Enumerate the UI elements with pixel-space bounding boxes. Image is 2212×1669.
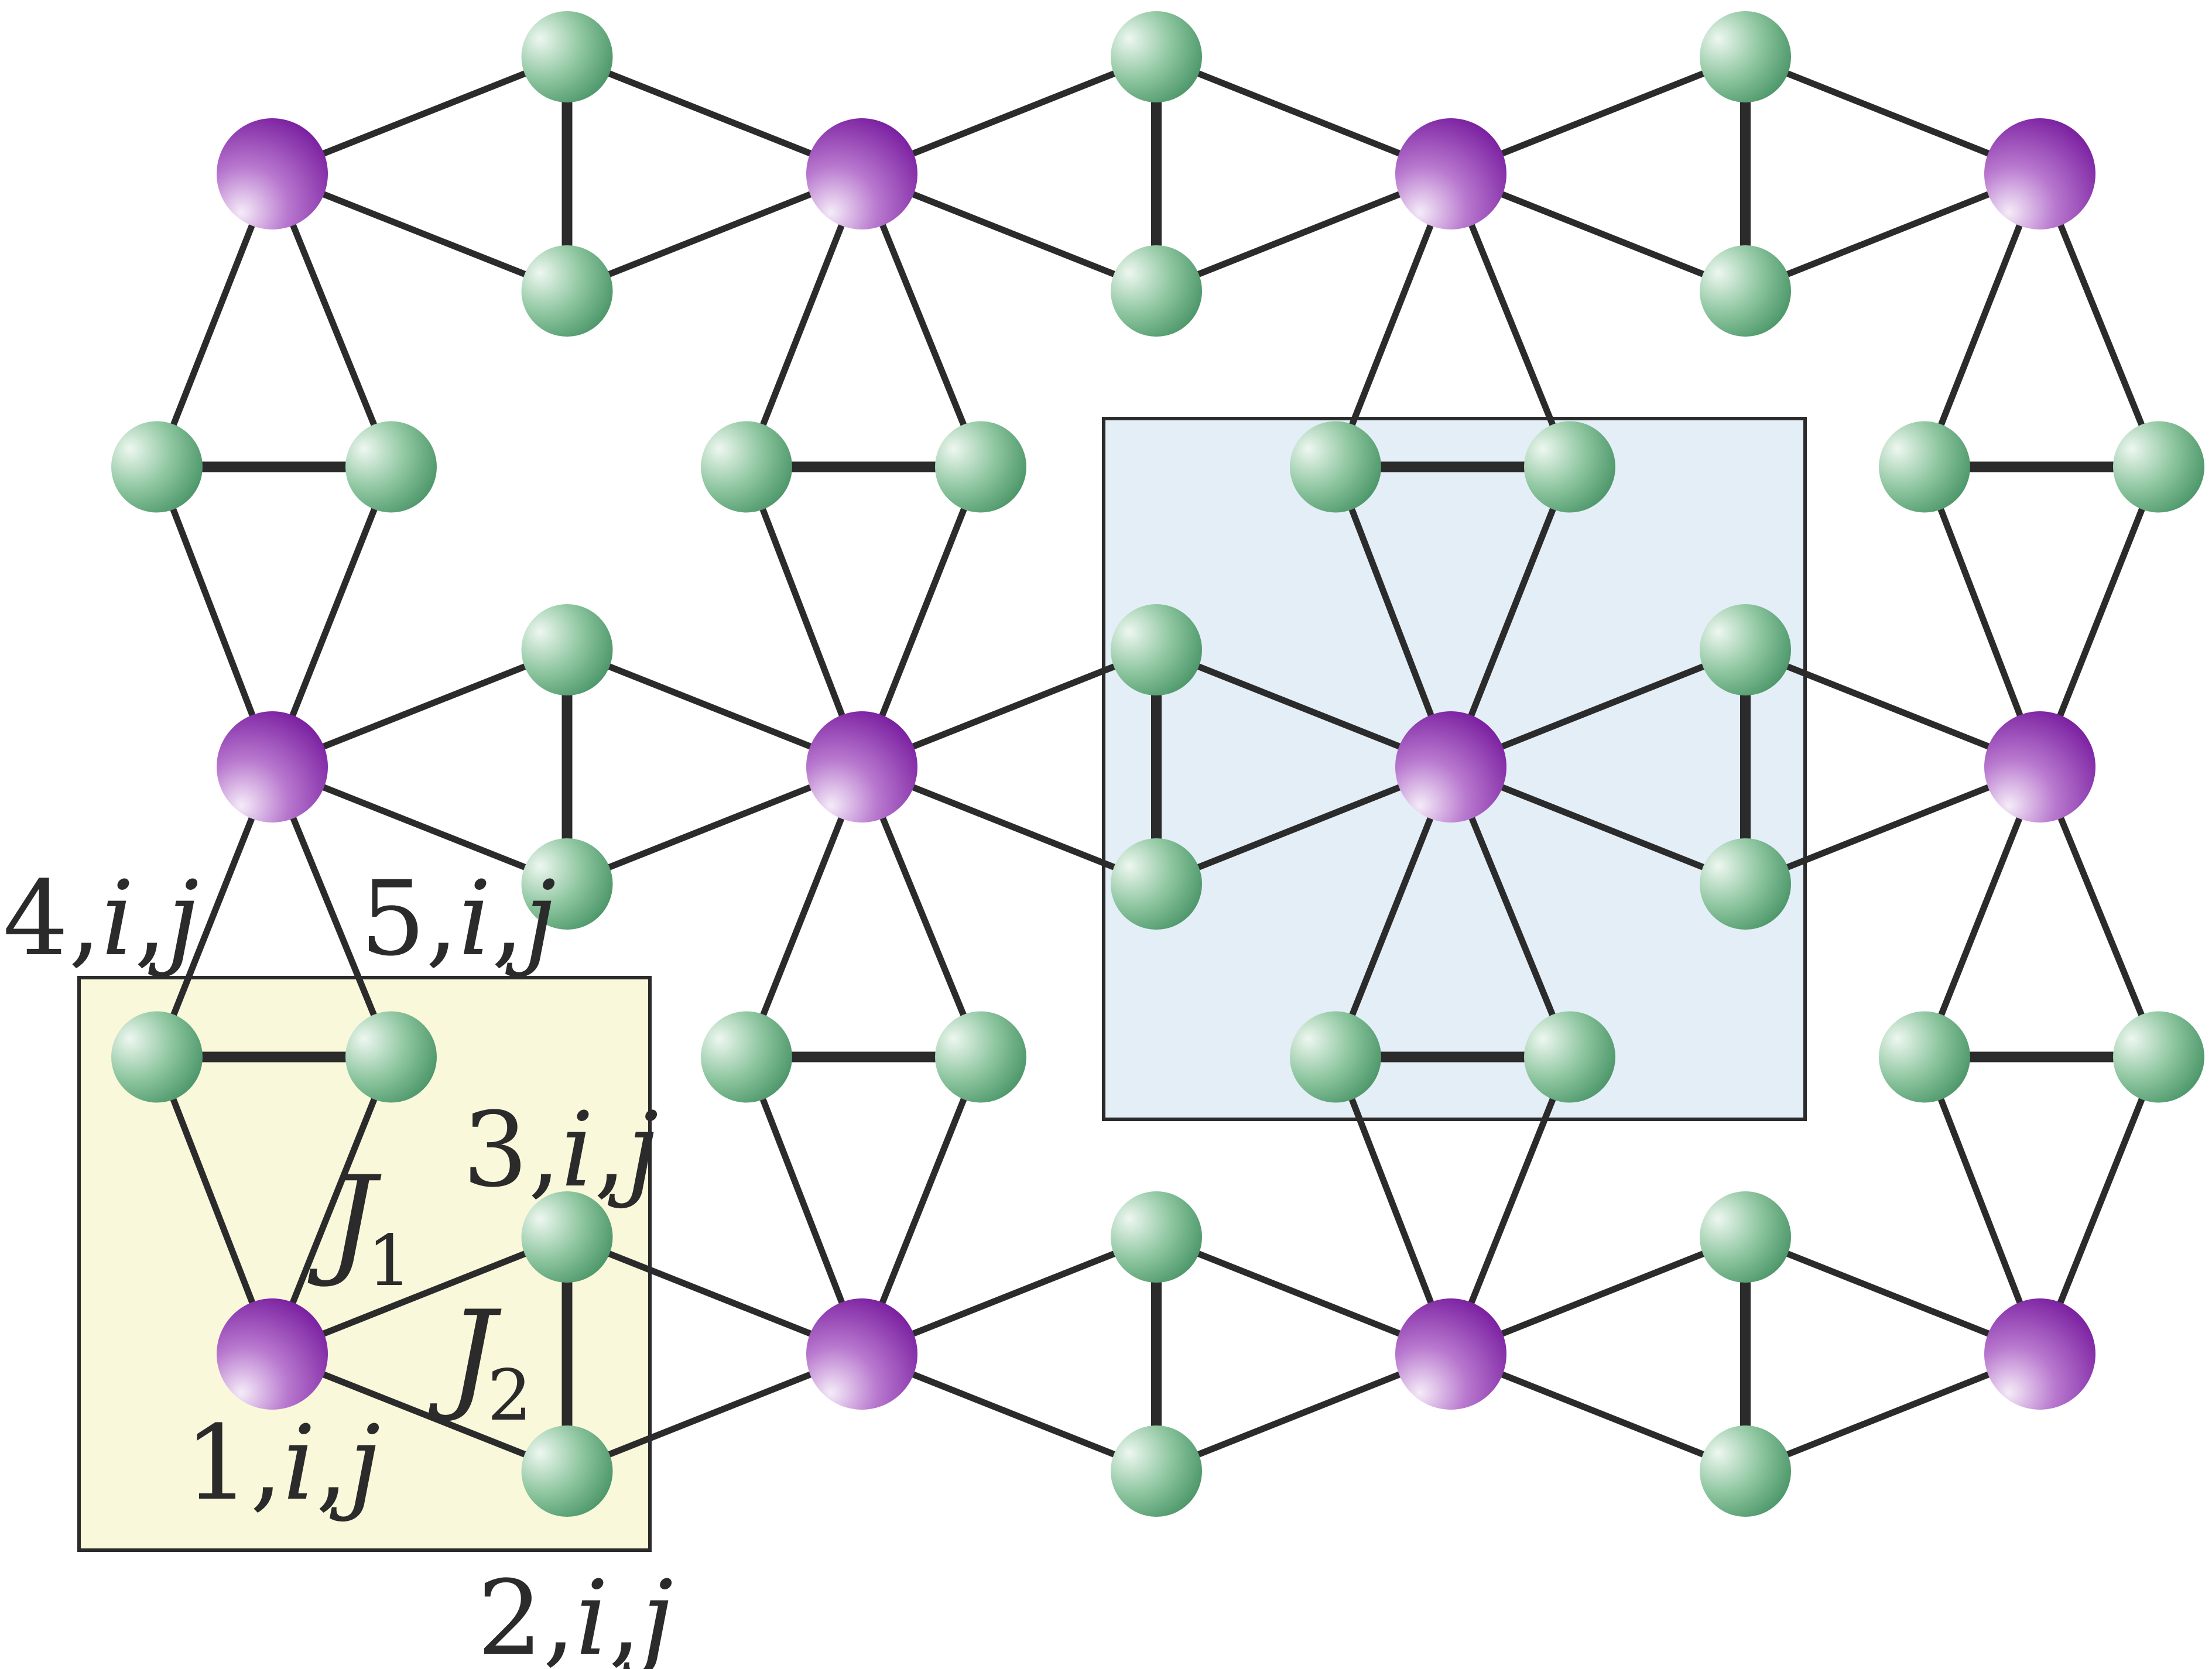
green-site	[1700, 838, 1791, 930]
green-site	[521, 1425, 613, 1517]
green-site	[111, 1011, 203, 1103]
green-site	[935, 421, 1026, 513]
magenta-site	[217, 118, 328, 229]
green-site	[111, 421, 203, 513]
green-site	[521, 1191, 613, 1283]
green-site	[521, 245, 613, 337]
green-site	[2113, 421, 2204, 513]
green-site	[1111, 1425, 1202, 1517]
green-site	[935, 1011, 1026, 1103]
green-site	[1700, 1425, 1791, 1517]
green-site	[1111, 838, 1202, 930]
magenta-site	[1984, 711, 2095, 822]
green-site	[1111, 11, 1202, 102]
green-site	[1879, 1011, 1970, 1103]
magenta-site	[1984, 1298, 2095, 1410]
green-site	[701, 421, 792, 513]
green-site	[521, 604, 613, 695]
green-site	[345, 421, 437, 513]
magenta-site	[1395, 118, 1506, 229]
magenta-site	[806, 711, 917, 822]
green-site	[1700, 1191, 1791, 1283]
magenta-site	[217, 1298, 328, 1410]
green-site	[1700, 604, 1791, 695]
green-site	[521, 838, 613, 930]
label-site-5: 5,i,j	[360, 859, 556, 979]
magenta-site	[1984, 118, 2095, 229]
green-site	[1700, 11, 1791, 102]
green-site	[1879, 421, 1970, 513]
sites	[111, 11, 2204, 1517]
green-site	[701, 1011, 792, 1103]
green-site	[1290, 421, 1381, 513]
green-site	[521, 11, 613, 102]
magenta-site	[1395, 1298, 1506, 1410]
green-site	[1524, 1011, 1615, 1103]
green-site	[1524, 421, 1615, 513]
green-site	[1290, 1011, 1381, 1103]
magenta-site	[806, 1298, 917, 1410]
magenta-site	[1395, 711, 1506, 822]
green-site	[1111, 604, 1202, 695]
label-site-4: 4,i,j	[3, 859, 199, 979]
green-site	[345, 1011, 437, 1103]
green-site	[1111, 1191, 1202, 1283]
green-site	[1700, 245, 1791, 337]
green-site	[1111, 245, 1202, 337]
green-site	[2113, 1011, 2204, 1103]
label-site-1: 1,i,j	[184, 1403, 381, 1523]
magenta-site	[217, 711, 328, 822]
magenta-site	[806, 118, 917, 229]
label-site-2: 2,i,j	[477, 1558, 673, 1669]
label-site-3: 3,i,j	[463, 1090, 659, 1210]
